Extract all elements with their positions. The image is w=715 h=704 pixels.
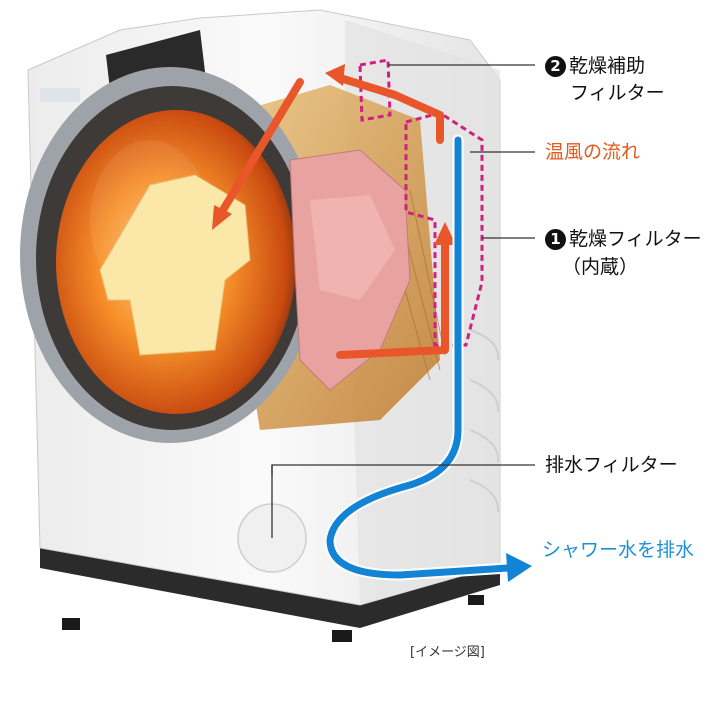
water-drain-arrow — [324, 134, 532, 582]
warm-air-arrowheads — [212, 64, 456, 245]
warm-air-path-up — [336, 74, 444, 144]
warm-air-label: 温風の流れ — [545, 141, 641, 163]
leader-lines — [271, 64, 535, 538]
aux-filter-label-line1: 乾燥補助 — [569, 55, 646, 77]
dry-filter-label-line1: 乾燥フィルター — [569, 228, 702, 250]
warm-air-arrows — [216, 74, 449, 359]
shower-drain-label: シャワー水を排水 — [542, 539, 695, 561]
number-2-badge: 2 — [545, 56, 566, 77]
drain-filter-label: 排水フィルター — [545, 454, 678, 476]
image-caption: [イメージ図] — [410, 645, 485, 660]
filter-outlines — [358, 58, 484, 347]
aux-filter-label-line2: フィルター — [570, 82, 665, 104]
dry-filter-outline — [404, 111, 484, 347]
warm-air-path-down — [216, 78, 304, 219]
clothes — [99, 149, 411, 391]
number-1-badge: 1 — [545, 229, 566, 250]
aux-filter-outline — [358, 58, 392, 122]
dry-filter-label-line2: （内蔵） — [562, 256, 639, 278]
warm-air-path-top — [336, 234, 449, 359]
